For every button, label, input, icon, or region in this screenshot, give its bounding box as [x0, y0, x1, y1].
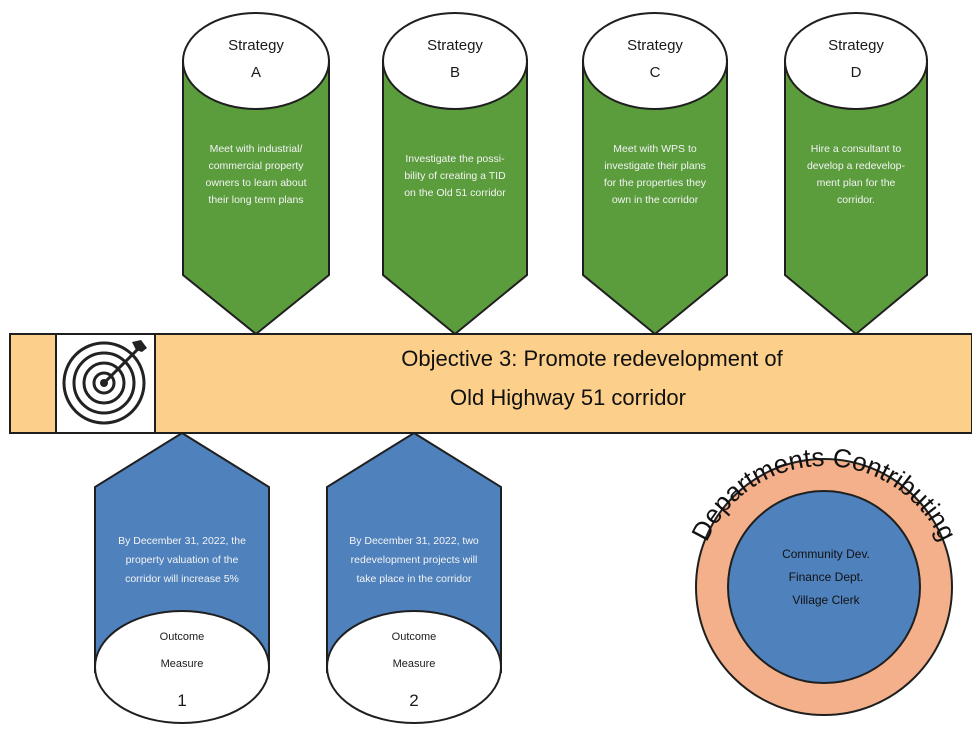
strategy-c-text-3: for the properties they	[604, 177, 707, 189]
strategy-c-text-2: investigate their plans	[604, 160, 706, 172]
outcome-2-line-1: Outcome	[392, 631, 437, 643]
outcome-2-line-2: Measure	[393, 658, 436, 670]
outcome-1-line-2: Measure	[161, 658, 204, 670]
strategy-a-text-2: commercial property	[208, 160, 304, 172]
strategy-c-letter: C	[650, 64, 661, 81]
objective-band-bg	[9, 333, 972, 434]
strategy-d-text-4: corridor.	[837, 194, 875, 206]
outcome-1-text-3: corridor will increase 5%	[125, 573, 239, 585]
strategy-a-text-1: Meet with industrial/	[210, 143, 303, 155]
departments-contributing: Departments Contributing Community Dev. …	[685, 442, 963, 716]
strategy-c-top	[582, 12, 728, 110]
outcome-2: By December 31, 2022, two redevelopment …	[326, 431, 502, 724]
outcome-1: By December 31, 2022, the property valua…	[94, 431, 270, 724]
target-icon	[62, 340, 147, 425]
department-item-2: Finance Dept.	[789, 570, 864, 584]
strategy-c-heading: Strategy	[627, 37, 683, 54]
strategy-b-text-1: Investigate the possi-	[405, 153, 505, 165]
outcome-2-text-2: redevelopment projects will	[351, 554, 478, 566]
strategy-d: Strategy D Hire a consultant to develop …	[784, 12, 928, 336]
outcome-1-text-2: property valuation of the	[126, 554, 239, 566]
strategy-d-text-1: Hire a consultant to	[811, 143, 902, 155]
strategy-c-text-1: Meet with WPS to	[613, 143, 697, 155]
strategy-a: Strategy A Meet with industrial/ commerc…	[182, 12, 330, 336]
strategy-b-top	[382, 12, 528, 110]
strategy-b-text-2: bility of creating a TID	[404, 170, 506, 182]
objective-band: Objective 3: Promote redevelopment of Ol…	[9, 333, 972, 434]
strategy-d-letter: D	[851, 64, 862, 81]
department-item-3: Village Clerk	[792, 593, 860, 607]
strategy-a-text-4: their long term plans	[208, 194, 303, 206]
outcome-1-bottom	[94, 610, 270, 724]
outcome-1-text-1: By December 31, 2022, the	[118, 535, 246, 547]
objective-line-1: Objective 3: Promote redevelopment of	[401, 346, 783, 371]
strategy-d-text-2: develop a redevelop-	[807, 160, 906, 172]
outcome-2-bottom	[326, 610, 502, 724]
outcome-1-number: 1	[177, 691, 186, 710]
strategy-a-heading: Strategy	[228, 37, 284, 54]
strategy-a-top	[182, 12, 330, 110]
outcome-1-line-1: Outcome	[160, 631, 205, 643]
strategy-c-text-4: own in the corridor	[612, 194, 699, 206]
department-item-1: Community Dev.	[782, 547, 870, 561]
departments-inner	[727, 490, 921, 684]
strategy-b-letter: B	[450, 64, 460, 81]
strategy-d-heading: Strategy	[828, 37, 884, 54]
strategy-d-text-3: ment plan for the	[817, 177, 896, 189]
strategy-d-top	[784, 12, 928, 110]
strategy-b: Strategy B Investigate the possi- bility…	[382, 12, 528, 336]
outcome-2-text-1: By December 31, 2022, two	[349, 535, 479, 547]
outcome-2-number: 2	[409, 691, 418, 710]
strategy-c: Strategy C Meet with WPS to investigate …	[582, 12, 728, 336]
outcome-2-text-3: take place in the corridor	[357, 573, 472, 585]
strategy-a-text-3: owners to learn about	[206, 177, 307, 189]
strategy-a-letter: A	[251, 64, 261, 81]
strategy-b-text-3: on the Old 51 corridor	[404, 187, 506, 199]
strategy-b-heading: Strategy	[427, 37, 483, 54]
objective-line-2: Old Highway 51 corridor	[450, 385, 686, 410]
